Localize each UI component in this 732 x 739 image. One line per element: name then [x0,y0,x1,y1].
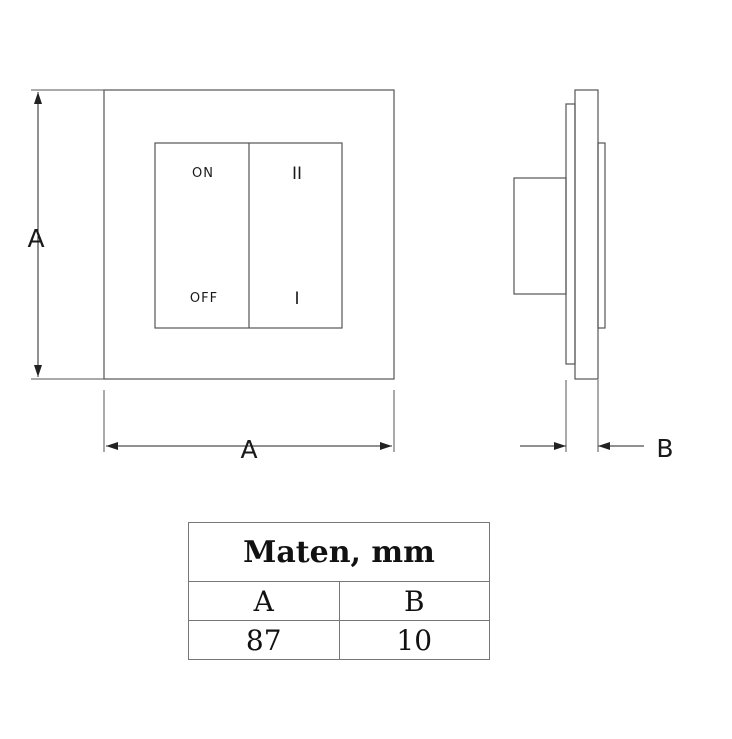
table-header-b: B [338,581,490,621]
front-view: ON OFF II I A A [27,89,395,464]
table-header-a: A [188,581,340,621]
dimension-label-b: B [656,434,673,463]
table-value-b: 10 [338,620,490,660]
rocker-right-top-label: II [292,164,302,184]
side-plate-back [565,103,576,365]
side-view: B [513,89,674,463]
rocker-left-bottom-label: OFF [190,291,218,306]
side-frame [574,89,599,380]
table-value-a: 87 [188,620,340,660]
dimension-label-a-vertical: A [27,224,44,253]
depth-dimension: B [520,380,674,463]
side-rocker [597,142,606,329]
dimension-label-a-horizontal: A [240,435,257,464]
rocker-left-top-label: ON [192,166,214,181]
dimensions-table: Maten, mm A B 87 10 [188,522,490,660]
table-title: Maten, mm [188,522,490,582]
side-box-body [513,177,567,295]
vertical-dimension: A [27,89,104,380]
rocker-right-bottom-label: I [294,289,299,309]
horizontal-dimension: A [103,390,395,464]
switch-frame [103,89,395,380]
